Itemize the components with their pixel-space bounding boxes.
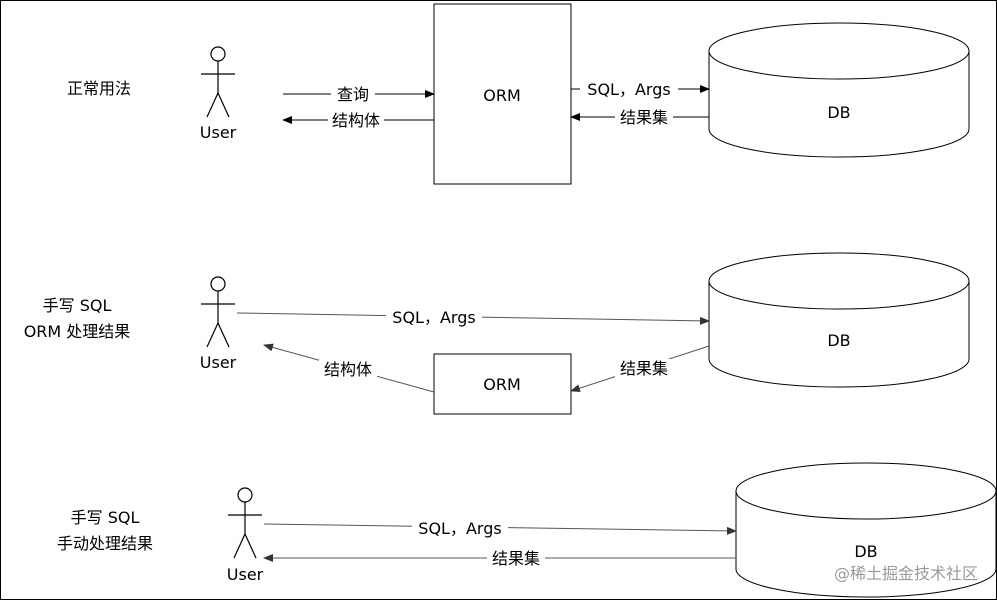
db-label: DB [827,103,850,122]
user-actor-icon [201,276,235,348]
database-cylinder-icon [708,252,970,388]
actor-label: User [227,565,264,584]
database-cylinder-icon [708,22,970,158]
query-edge-label: 查询 [337,85,369,104]
row-handwritten-manual-label-line2: 手动处理结果 [57,534,153,553]
orm-box [433,353,572,415]
row-handwritten-manual: 手写 SQL 手动处理结果 User DB SQL，Args 结果集 [57,462,997,598]
sql-args-edge-label: SQL，Args [392,308,475,327]
sql-args-edge-label: SQL，Args [418,519,501,538]
database-cylinder-icon [735,462,997,598]
orm-label: ORM [483,375,521,394]
actor-label: User [200,123,237,142]
resultset-edge-label: 结果集 [620,108,668,127]
resultset-edge-label: 结果集 [492,549,540,568]
row-handwritten-orm: 手写 SQL ORM 处理结果 User DB ORM SQL，Args 结果集… [24,252,970,415]
user-actor-icon [228,487,262,559]
row-handwritten-manual-label-line1: 手写 SQL [71,508,140,527]
resultset-edge-label: 结果集 [620,359,668,378]
db-label: DB [854,542,877,561]
watermark: @稀土掘金技术社区 [834,564,978,583]
orm-label: ORM [483,86,521,105]
user-actor-icon [201,46,235,118]
row-handwritten-orm-label-line1: 手写 SQL [43,296,112,315]
row-normal-label: 正常用法 [67,79,131,98]
struct-edge-label: 结构体 [332,111,380,130]
actor-label: User [200,353,237,372]
row-normal: 正常用法 User ORM DB 查询 结构体 SQL，Args 结果集 [67,3,970,185]
struct-edge-label: 结构体 [324,360,372,379]
row-handwritten-orm-label-line2: ORM 处理结果 [24,322,131,341]
db-label: DB [827,331,850,350]
sql-args-edge-label: SQL，Args [587,80,670,99]
